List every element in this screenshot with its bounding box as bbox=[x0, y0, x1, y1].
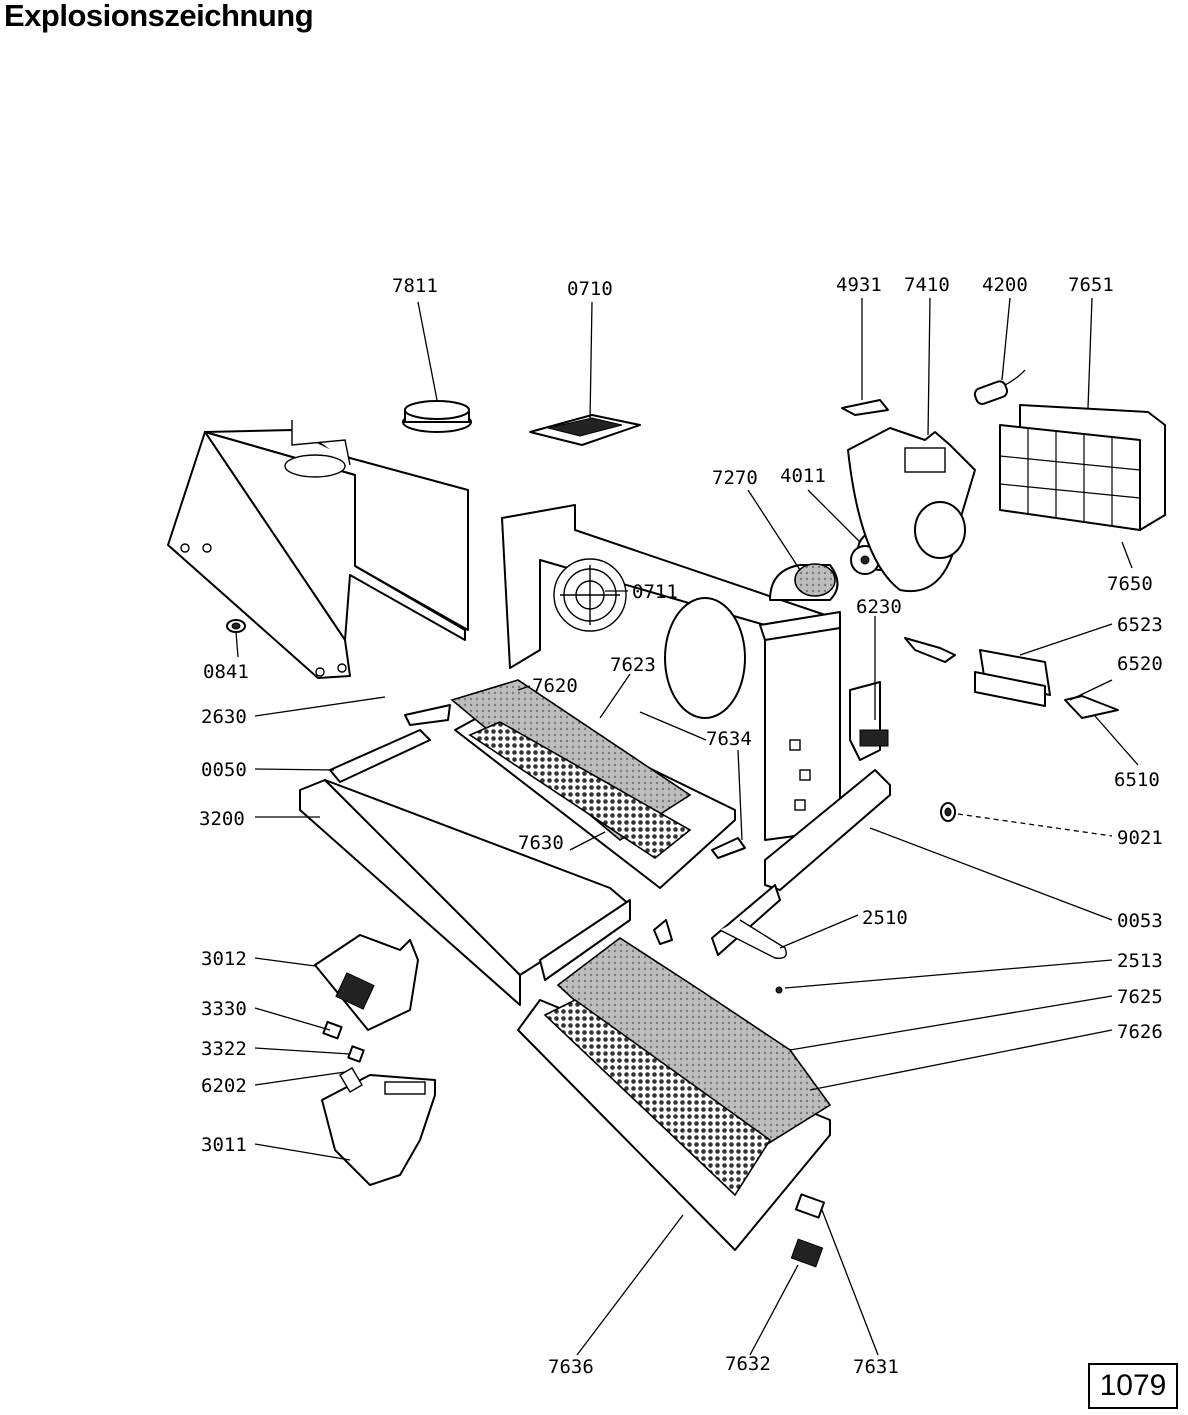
inner-filter-grill bbox=[450, 679, 736, 889]
label-0053: 0053 bbox=[1117, 910, 1163, 932]
label-9021: 9021 bbox=[1117, 827, 1163, 849]
hood-cover bbox=[167, 420, 469, 679]
side-rail bbox=[711, 769, 891, 959]
label-6510: 6510 bbox=[1114, 769, 1160, 791]
label-3200: 3200 bbox=[199, 808, 245, 830]
switch-bracket bbox=[849, 681, 889, 761]
label-7620: 7620 bbox=[532, 675, 578, 697]
grease-filter bbox=[517, 937, 832, 1251]
label-6202: 6202 bbox=[201, 1075, 247, 1097]
bracket-rail bbox=[329, 704, 451, 783]
switch-knobs bbox=[322, 1020, 365, 1063]
label-4011: 4011 bbox=[780, 465, 826, 487]
label-6520: 6520 bbox=[1117, 653, 1163, 675]
label-3330: 3330 bbox=[201, 998, 247, 1020]
label-0050: 0050 bbox=[201, 759, 247, 781]
label-7632: 7632 bbox=[725, 1353, 771, 1375]
label-3011: 3011 bbox=[201, 1134, 247, 1156]
label-7634: 7634 bbox=[706, 728, 752, 750]
filter-cassette bbox=[999, 404, 1166, 531]
grommet bbox=[226, 619, 246, 633]
label-7626: 7626 bbox=[1117, 1021, 1163, 1043]
clip bbox=[841, 399, 889, 416]
label-7625: 7625 bbox=[1117, 986, 1163, 1008]
page-number-box: 1079 bbox=[1088, 1363, 1178, 1409]
label-7631: 7631 bbox=[853, 1356, 899, 1378]
label-2510: 2510 bbox=[862, 907, 908, 929]
page-title: Explosionszeichnung bbox=[4, 0, 314, 33]
blower-housing bbox=[847, 427, 976, 593]
label-3322: 3322 bbox=[201, 1038, 247, 1060]
label-7650: 7650 bbox=[1107, 573, 1153, 595]
label-7636: 7636 bbox=[548, 1356, 594, 1378]
motor-mount bbox=[769, 563, 839, 601]
label-7651: 7651 bbox=[1068, 274, 1114, 296]
label-3012: 3012 bbox=[201, 948, 247, 970]
label-7410: 7410 bbox=[904, 274, 950, 296]
small-clips bbox=[653, 837, 826, 1268]
label-4200: 4200 bbox=[982, 274, 1028, 296]
label-0710: 0710 bbox=[567, 278, 613, 300]
label-4931: 4931 bbox=[836, 274, 882, 296]
knob bbox=[940, 802, 956, 822]
label-6523: 6523 bbox=[1117, 614, 1163, 636]
chassis-plate bbox=[501, 504, 841, 841]
label-0841: 0841 bbox=[203, 661, 249, 683]
label-7811: 7811 bbox=[392, 275, 438, 297]
square-flange bbox=[529, 414, 641, 446]
page-number: 1079 bbox=[1099, 1369, 1167, 1402]
screw bbox=[775, 986, 783, 994]
switch-block bbox=[974, 649, 1051, 707]
label-0711: 0711 bbox=[632, 581, 678, 603]
label-7623: 7623 bbox=[610, 654, 656, 676]
switch-housing bbox=[321, 1067, 436, 1186]
front-trim bbox=[299, 779, 631, 1006]
label-2513: 2513 bbox=[1117, 950, 1163, 972]
label-7270: 7270 bbox=[712, 467, 758, 489]
label-6230: 6230 bbox=[856, 596, 902, 618]
label-2630: 2630 bbox=[201, 706, 247, 728]
capacitor bbox=[973, 369, 1026, 405]
label-7630: 7630 bbox=[518, 832, 564, 854]
switch-cover bbox=[314, 934, 419, 1031]
round-cap bbox=[402, 400, 472, 433]
part-labels: 7811 0710 4931 7410 4200 7651 7270 4011 … bbox=[199, 274, 1163, 1378]
leader-lines bbox=[235, 297, 1139, 1356]
